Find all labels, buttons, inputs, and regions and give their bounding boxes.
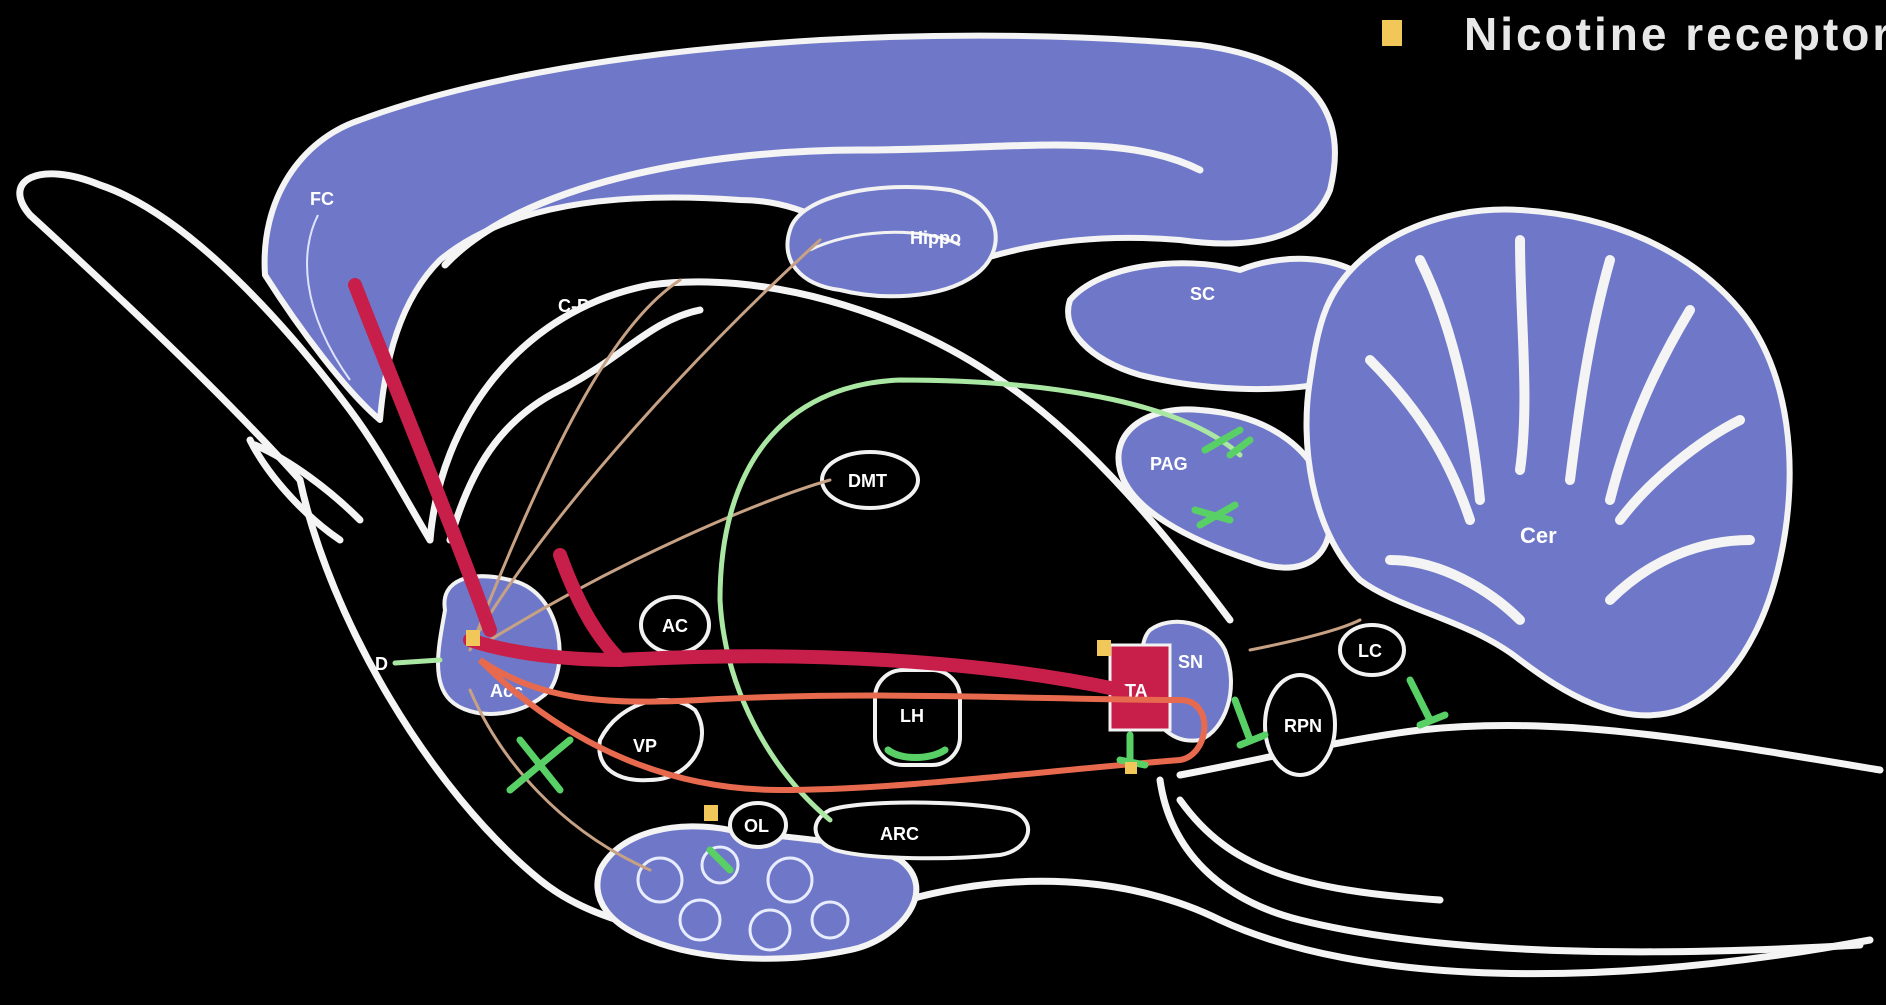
vp-label: VP <box>633 736 657 756</box>
lh-label: LH <box>900 706 924 726</box>
hippo-label: Hippo <box>910 228 961 248</box>
receptor-ol <box>704 805 718 821</box>
receptor-acc <box>466 630 480 646</box>
pag-region <box>1118 409 1330 567</box>
legend: Nicotine receptor <box>1382 8 1886 60</box>
dmt-label: DMT <box>848 471 887 491</box>
lc-label: LC <box>1358 641 1382 661</box>
pag-label: PAG <box>1150 454 1188 474</box>
arc-label: ARC <box>880 824 919 844</box>
receptor-vta-lower <box>1125 762 1137 774</box>
d-label: D <box>375 654 388 674</box>
ac-label: AC <box>662 616 688 636</box>
legend-text: Nicotine receptor <box>1464 8 1886 60</box>
sn-label: SN <box>1178 652 1203 672</box>
cer-label: Cer <box>1520 523 1557 548</box>
fc-label: FC <box>310 189 334 209</box>
arc-nucleus <box>816 803 1029 859</box>
receptor-vta <box>1097 640 1111 656</box>
sc-label: SC <box>1190 284 1215 304</box>
brainstem-fibers <box>1160 780 1860 952</box>
rpn-label: RPN <box>1284 716 1322 736</box>
legend-swatch <box>1382 20 1402 46</box>
striatum-inner-arc <box>450 310 700 540</box>
ol-label: OL <box>744 816 769 836</box>
green-stub-d <box>395 660 440 663</box>
